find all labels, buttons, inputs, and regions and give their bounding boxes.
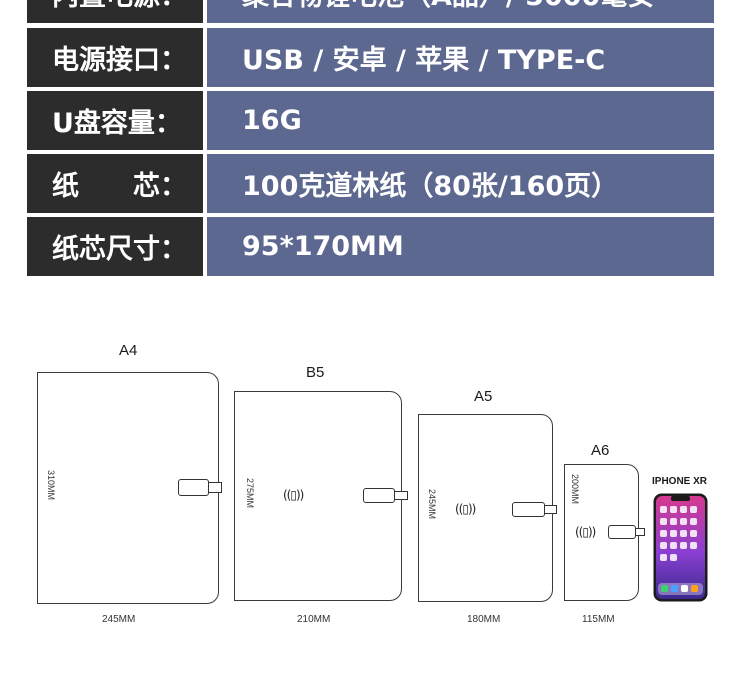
wireless-charging-icon: ((▯)): [283, 488, 304, 502]
phone-label: IPHONE XR: [652, 476, 708, 487]
spec-label: 纸 芯：: [27, 154, 203, 213]
size-name-a5: A5: [474, 388, 493, 405]
wireless-charging-icon: ((▯)): [575, 525, 596, 539]
spec-row-paper-size: 纸芯尺寸： 95*170MM: [27, 217, 714, 276]
spec-label: 内置电源：: [27, 0, 203, 23]
width-label-b5: 210MM: [297, 614, 331, 625]
height-label-a5: 245MM: [427, 489, 437, 520]
spec-label: 纸芯尺寸：: [27, 217, 203, 276]
size-name-a6: A6: [591, 442, 610, 459]
spec-value: 16G: [207, 91, 714, 150]
width-label-a5: 180MM: [467, 614, 501, 625]
spec-label: 电源接口：: [27, 28, 203, 87]
spec-row-paper: 纸 芯： 100克道林纸（80张/160页）: [27, 154, 714, 213]
spec-row-port: 电源接口： USB / 安卓 / 苹果 / TYPE-C: [27, 28, 714, 87]
height-label-b5: 275MM: [245, 478, 255, 509]
size-name-a4: A4: [119, 342, 138, 359]
spec-label: U盘容量：: [27, 91, 203, 150]
spec-row-usb-capacity: U盘容量： 16G: [27, 91, 714, 150]
size-name-b5: B5: [306, 364, 325, 381]
height-label-a4: 310MM: [46, 470, 56, 501]
spec-value: USB / 安卓 / 苹果 / TYPE-C: [207, 28, 714, 87]
smartphone-icon: [653, 493, 708, 602]
spec-value: 聚合物锂电池（A品）/ 5000毫安: [207, 0, 714, 23]
spec-value: 100克道林纸（80张/160页）: [207, 154, 714, 213]
width-label-a4: 245MM: [102, 614, 136, 625]
spec-row-power: 内置电源： 聚合物锂电池（A品）/ 5000毫安: [27, 0, 714, 23]
width-label-a6: 115MM: [582, 614, 615, 625]
wireless-charging-icon: ((▯)): [455, 502, 476, 516]
spec-value: 95*170MM: [207, 217, 714, 276]
height-label-a6: 200MM: [570, 474, 580, 505]
